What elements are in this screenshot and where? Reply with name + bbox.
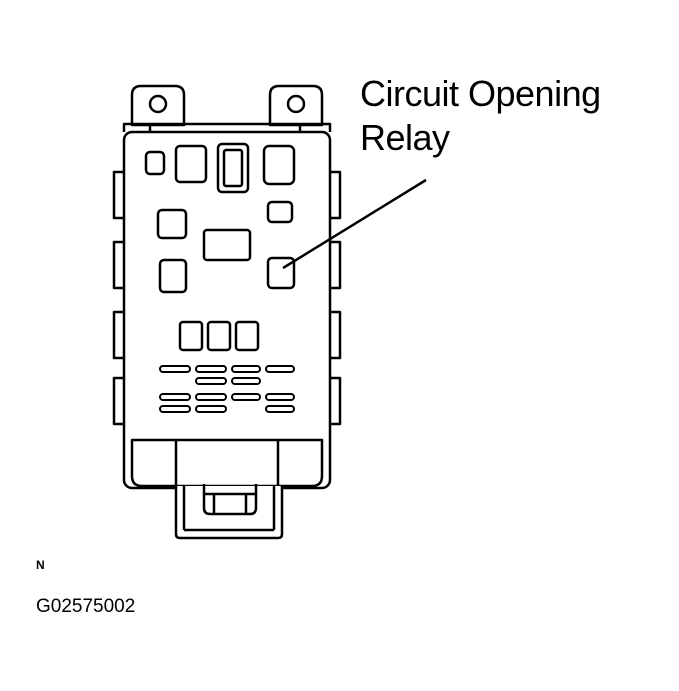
figure-id: G02575002 xyxy=(36,596,136,617)
top-rim xyxy=(122,122,332,132)
relay-sockets xyxy=(144,142,296,294)
bottom-plug xyxy=(174,484,284,540)
mounting-ear-right xyxy=(268,84,324,127)
callout-label: Circuit Opening Relay xyxy=(360,72,601,160)
callout-line-1: Circuit Opening xyxy=(360,73,601,114)
circuit-opening-relay xyxy=(266,256,296,290)
mini-fuses xyxy=(178,320,260,352)
callout-line-2: Relay xyxy=(360,117,450,158)
callout-leader-line xyxy=(282,178,427,270)
terminal-slots xyxy=(159,365,295,413)
north-marker: N xyxy=(36,558,45,572)
lower-connector-housing xyxy=(130,438,324,488)
mounting-ear-left xyxy=(130,84,186,127)
